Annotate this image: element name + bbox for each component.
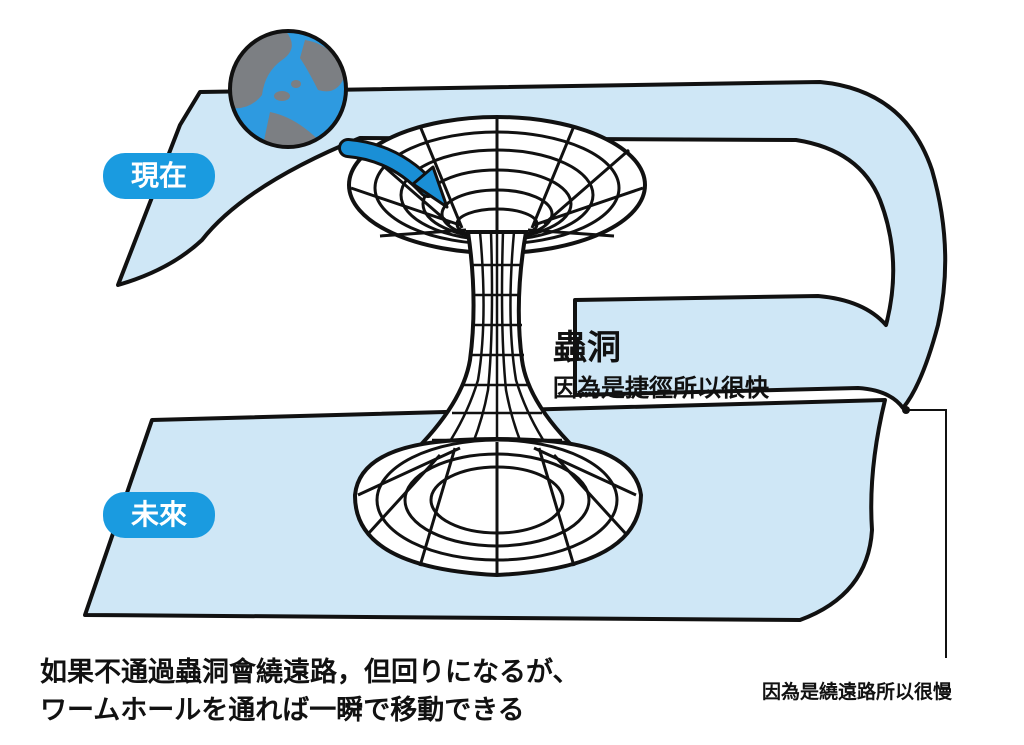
caption-line-2: ワームホールを通れば一瞬で移動できる <box>40 695 525 726</box>
bottom-mouth-grid <box>357 438 637 575</box>
future-label: 未來 <box>103 492 215 538</box>
wormhole-description: 因為是捷徑所以很快 <box>553 374 769 402</box>
caption-line-1: 如果不通過蟲洞會繞遠路，但回りになるが、 <box>40 657 580 688</box>
present-label: 現在 <box>103 153 215 199</box>
travel-arrow-icon <box>338 138 449 209</box>
wormhole-title: 蟲洞 <box>553 328 621 368</box>
present-spacetime-sheet <box>116 80 948 410</box>
long-path-callout <box>902 406 947 658</box>
earth-icon <box>228 29 348 149</box>
long-path-note: 因為是繞遠路所以很慢 <box>762 681 953 703</box>
